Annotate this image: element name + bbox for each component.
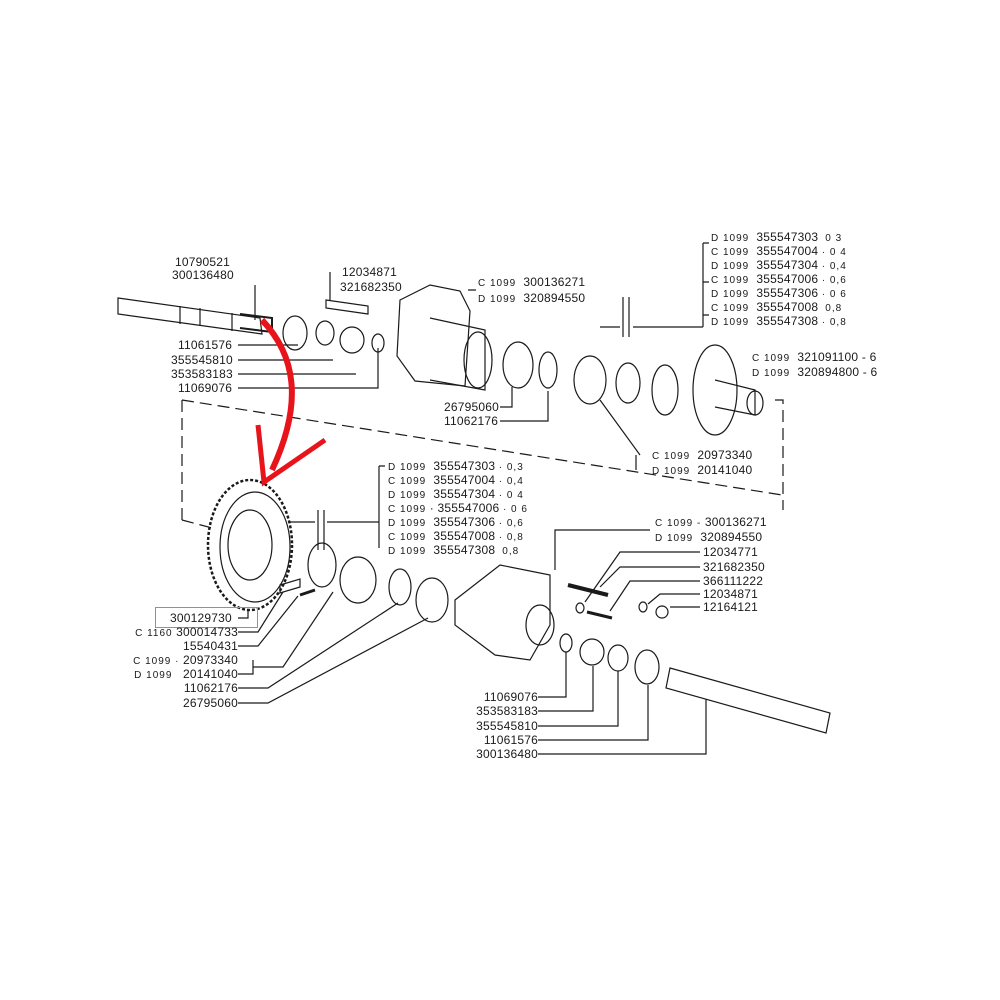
upper-shaft [117, 297, 273, 335]
label-hardware-3: 366111222 [703, 574, 764, 588]
label-bottom-4: 11061576 [483, 733, 538, 747]
lower-housing [454, 564, 555, 661]
upper-housing-ref-d: D 1099 320894550 [478, 291, 586, 305]
label-hardware-5: 12164121 [703, 600, 758, 614]
upper-housing [396, 284, 493, 391]
red-arrow-icon [259, 317, 295, 472]
upper-shim-2: D 1099 355547304 · 0,4 [711, 258, 847, 272]
upper-bearing [339, 326, 365, 354]
race-ref-c: C 1099 20973340 [652, 448, 753, 462]
label-bottom-1: 11069076 [483, 690, 538, 704]
bolt [299, 588, 316, 597]
upper-snap-ring [282, 315, 308, 351]
lower-left-ref-3: D 1099 20141040 [134, 667, 238, 681]
race-ref-d: D 1099 20141040 [652, 463, 753, 477]
lower-bolt [586, 610, 613, 620]
label-upper-bearing-2: 11062176 [444, 414, 499, 428]
differential-carrier [651, 344, 764, 436]
middle-shim-0: D 1099 355547303 · 0,3 [388, 459, 524, 473]
middle-shim-5: C 1099 355547008 · 0,8 [388, 529, 524, 543]
lower-left-ref-2: C 1099 · 20973340 [133, 653, 238, 667]
label-stud-ref-2: 321682350 [340, 280, 402, 294]
lower-washer-2 [607, 644, 629, 672]
upper-housing-ref-c: C 1099 300136271 [478, 275, 586, 289]
upper-shim [615, 362, 641, 404]
carrier-ref-c: C 1099 321091100 - 6 [752, 350, 877, 364]
middle-shim-2: D 1099 355547304 · 0 4 [388, 487, 524, 501]
middle-shim-6: D 1099 355547308 0,8 [388, 543, 520, 557]
upper-circlip [538, 351, 558, 389]
upper-race-leader [599, 399, 641, 470]
red-arrowhead-icon [255, 424, 327, 487]
upper-shim-1: C 1099 355547004 · 0 4 [711, 244, 847, 258]
lower-left-leader-lines [238, 591, 429, 704]
label-upper-left-4: 11069076 [178, 381, 233, 395]
middle-shim-1: C 1099 355547004 · 0,4 [388, 473, 524, 487]
upper-bearing-2 [502, 341, 534, 389]
label-ring-gear-highlighted[interactable]: 300129730 [170, 611, 232, 625]
ring-gear [206, 478, 294, 612]
label-upper-left-1: 11061576 [178, 338, 233, 352]
label-stud-ref-1: 12034871 [342, 265, 397, 279]
label-hardware-2: 321682350 [703, 560, 765, 574]
middle-shim-3: C 1099 · 355547006 · 0 6 [388, 501, 528, 515]
label-bottom-3: 355545810 [476, 719, 538, 733]
lower-nut-washer [638, 601, 648, 613]
lower-bearing [579, 638, 605, 666]
middle-shim [307, 542, 337, 588]
middle-shim-4: D 1099 355547306 · 0,6 [388, 515, 524, 529]
carrier-ref-d: D 1099 320894800 - 6 [752, 365, 878, 379]
lower-left-ref-5: 26795060 [183, 696, 238, 710]
lower-left-ref-0: C 1160 300014733 [135, 625, 238, 639]
lower-left-ref-4: 11062176 [183, 681, 238, 695]
upper-stud [325, 299, 369, 315]
upper-shim-3: C 1099 355547006 · 0,6 [711, 272, 847, 286]
lower-left-ref-1: 15540431 [183, 639, 238, 653]
lower-housing-ref-c: C 1099 - 300136271 [655, 515, 767, 529]
upper-shim-5: C 1099 355547008 0,8 [711, 300, 843, 314]
label-bottom-5: 300136480 [476, 747, 538, 761]
lower-snap-ring [634, 649, 660, 685]
upper-roller-bearing [573, 355, 607, 405]
middle-shim-bracket [290, 465, 385, 550]
middle-roller-bearing [415, 577, 449, 623]
label-upper-left-2: 355545810 [171, 353, 233, 367]
lower-housing-ref-d: D 1099 320894550 [655, 530, 763, 544]
label-hardware-1: 12034771 [703, 545, 758, 559]
highlight-box [155, 607, 258, 628]
label-shaft-ref-2: 300136480 [172, 268, 234, 282]
label-hardware-4: 12034871 [703, 587, 758, 601]
label-shaft-ref-1: 10790521 [175, 255, 230, 269]
upper-shim-6: D 1099 355547308 · 0,8 [711, 314, 847, 328]
dashed-assembly-guide [181, 399, 784, 529]
lower-right-leader-lines [554, 529, 700, 612]
lower-bottom-leader-lines [538, 652, 707, 755]
upper-shim-bracket [600, 242, 709, 337]
upper-shim-0: D 1099 355547303 0 3 [711, 230, 843, 244]
lower-shaft [665, 667, 831, 734]
middle-bearing [339, 556, 377, 604]
label-upper-bearing-1: 26795060 [444, 400, 499, 414]
label-bottom-2: 353583183 [476, 704, 538, 718]
middle-circlip [388, 568, 412, 606]
lock-plate [279, 578, 301, 594]
upper-shim-4: D 1099 355547306 · 0 6 [711, 286, 847, 300]
label-upper-left-3: 353583183 [171, 367, 233, 381]
lower-stud [567, 583, 609, 597]
upper-washer [315, 320, 335, 346]
lower-nut [655, 605, 669, 619]
lower-ring [559, 633, 573, 653]
lower-washer [575, 602, 585, 614]
